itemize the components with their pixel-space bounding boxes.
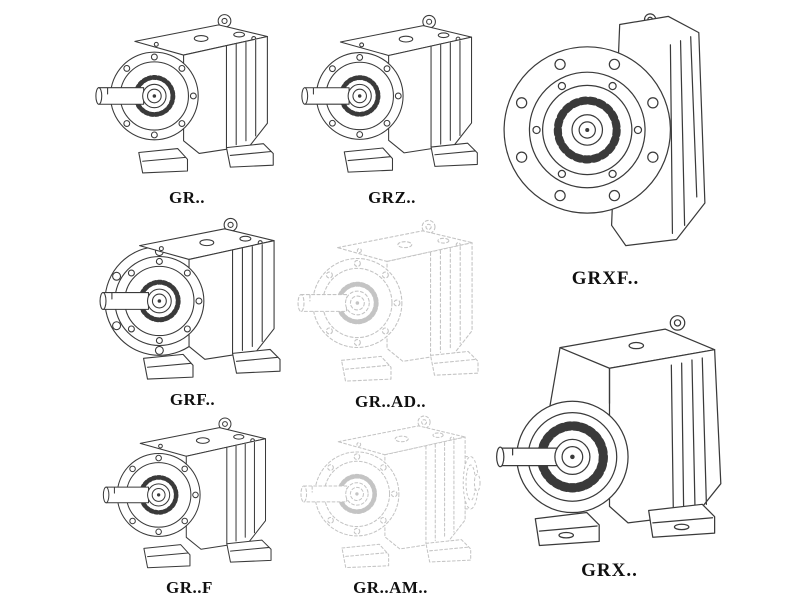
- model-label-grxf: GRXF..: [571, 268, 640, 289]
- gearbox-drawing-gr-f: [92, 412, 287, 576]
- model-label-grz: GRZ..: [368, 188, 416, 207]
- model-label-gr: GR..: [169, 188, 205, 207]
- gearbox-drawing-gr: [92, 4, 282, 186]
- gearbox-drawing-gr-am: [288, 410, 493, 576]
- gearbox-drawing-grxf: [498, 6, 713, 256]
- gearbox-drawing-grf: [95, 212, 290, 388]
- catalog-item-gr-f: GR..F: [92, 412, 287, 598]
- gearbox-drawing-grz: [298, 4, 486, 186]
- catalog-item-grf: GRF..: [95, 212, 290, 410]
- model-label-gr-f: GR..F: [166, 578, 213, 597]
- model-label-gr-ad: GR..AD..: [354, 392, 427, 411]
- catalog-item-gr: GR..: [92, 4, 282, 208]
- model-label-grx: GRX..: [581, 560, 638, 581]
- model-label-gr-am: GR..AM..: [353, 578, 428, 597]
- catalog-item-gr-ad: GR..AD..: [288, 214, 493, 412]
- catalog-item-grxf: GRXF..: [498, 6, 713, 290]
- catalog-item-grx: GRX..: [492, 298, 727, 582]
- gearbox-drawing-grx: [492, 298, 727, 556]
- model-label-grf: GRF..: [169, 390, 216, 409]
- catalog-item-gr-am: GR..AM..: [288, 410, 493, 598]
- catalog-item-grz: GRZ..: [298, 4, 486, 208]
- gearbox-drawing-gr-ad: [288, 214, 493, 390]
